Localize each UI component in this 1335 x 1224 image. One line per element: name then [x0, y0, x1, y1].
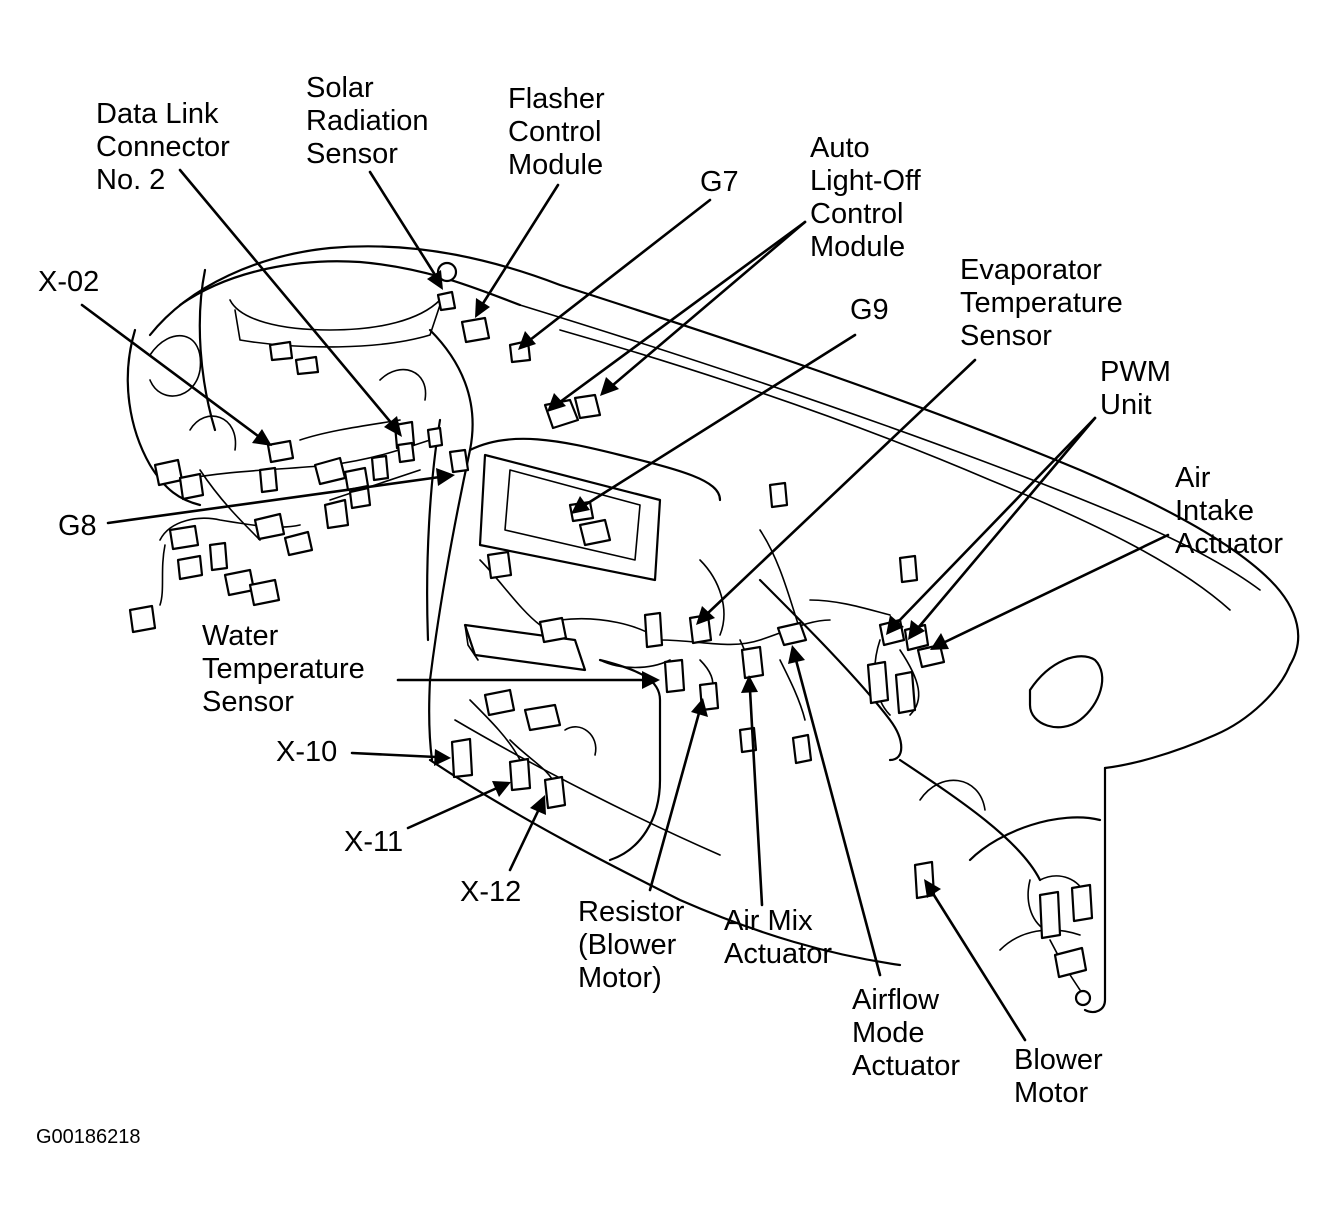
- label-air-mix-actuator: Air Mix Actuator: [724, 905, 832, 970]
- label-pwm-unit: PWM Unit: [1100, 356, 1171, 421]
- label-x12: X-12: [460, 876, 522, 908]
- label-solar-radiation-sensor: Solar Radiation Sensor: [306, 72, 429, 170]
- label-water-temperature-sensor: Water Temperature Sensor: [202, 620, 365, 718]
- label-evaporator-temperature-sensor: Evaporator Temperature Sensor: [960, 254, 1123, 352]
- label-air-intake-actuator: Air Intake Actuator: [1175, 462, 1283, 560]
- connectors: [128, 261, 1094, 1007]
- label-g9: G9: [850, 294, 889, 326]
- label-auto-light-off-control-module: Auto Light-Off Control Module: [810, 132, 921, 263]
- label-resistor-blower-motor: Resistor (Blower Motor): [578, 896, 685, 994]
- figure-code: G00186218: [36, 1126, 141, 1148]
- label-x02: X-02: [38, 266, 100, 298]
- label-x11: X-11: [344, 826, 404, 858]
- label-flasher-control-module: Flasher Control Module: [508, 83, 605, 181]
- leader-lines: [80, 168, 1170, 1042]
- label-data-link-connector: Data Link Connector No. 2: [96, 98, 230, 196]
- dashboard-outline: [126, 245, 1300, 1014]
- label-x10: X-10: [276, 736, 338, 768]
- label-airflow-mode-actuator: Airflow Mode Actuator: [852, 984, 960, 1082]
- label-g8: G8: [58, 510, 97, 542]
- label-g7: G7: [700, 166, 739, 198]
- label-blower-motor: Blower Motor: [1014, 1044, 1103, 1109]
